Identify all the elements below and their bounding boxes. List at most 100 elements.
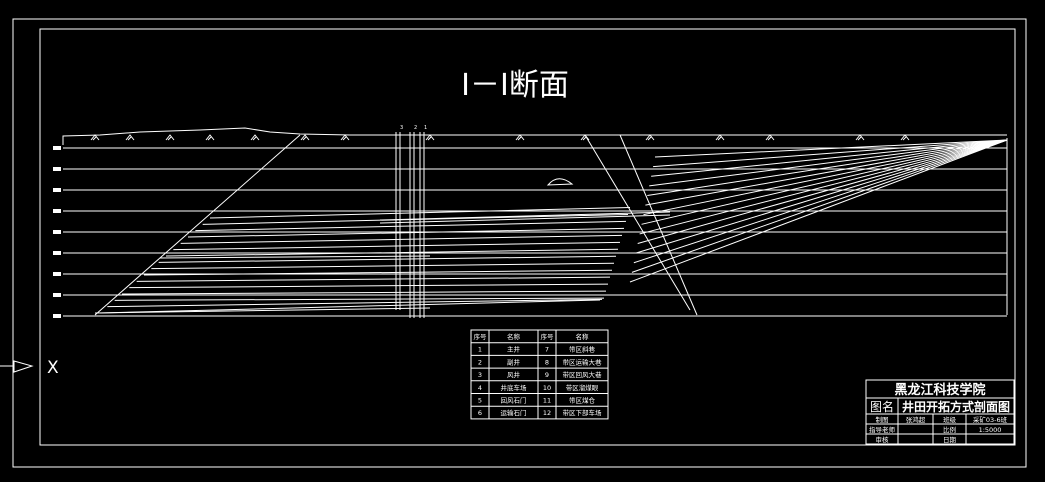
level-marker xyxy=(53,230,61,234)
title-block-cell: 采矿03-6班 xyxy=(973,415,1008,424)
level-marker xyxy=(53,251,61,255)
surface-symbol xyxy=(165,134,175,141)
legend-cell: 回风石门 xyxy=(501,396,527,405)
coal-seam-line xyxy=(639,139,1008,235)
school-name: 黑龙江科技学院 xyxy=(894,382,985,398)
legend-cell: 风井 xyxy=(507,370,521,379)
legend-cell: 运输石门 xyxy=(501,408,527,417)
surface-symbol xyxy=(250,134,260,141)
coal-seam-line xyxy=(121,290,607,295)
title-block-cell: 班级 xyxy=(943,415,957,424)
surface-symbol xyxy=(855,134,865,141)
surface-symbol xyxy=(205,134,215,141)
legend-cell: 副井 xyxy=(507,357,521,366)
coal-seam-line xyxy=(180,234,623,244)
title-block-cell: 指导老师 xyxy=(869,425,896,434)
coal-seam-line xyxy=(643,139,1008,216)
surface-symbol xyxy=(900,134,910,141)
ucs-icon: X xyxy=(0,358,59,378)
coal-seam-line xyxy=(651,139,1008,177)
axis-x-label: X xyxy=(47,358,59,378)
coal-seam-line xyxy=(641,139,1008,225)
main-roadway xyxy=(379,214,671,224)
legend-cell: 带区溜煤眼 xyxy=(566,383,599,392)
coal-seam-line xyxy=(654,139,1008,158)
coal-seam-line xyxy=(637,139,1008,245)
surface-symbol xyxy=(90,134,100,141)
coal-seam-line xyxy=(107,298,603,308)
outer-frame xyxy=(12,18,1027,468)
drawing-name-label: 图名 xyxy=(870,399,894,414)
coal-bunker-hatch xyxy=(546,178,574,186)
legend-cell: 1 xyxy=(478,346,482,354)
title-block-cell: 审核 xyxy=(876,435,890,444)
coal-seam-line xyxy=(629,139,1008,283)
level-marker xyxy=(53,209,61,213)
legend-cell: 10 xyxy=(543,384,551,392)
inner-frame xyxy=(39,28,1016,446)
coal-seam-line xyxy=(649,139,1008,187)
surface-symbol xyxy=(300,134,310,141)
coal-seam-line xyxy=(173,241,621,251)
legend-cell: 带区斜巷 xyxy=(569,345,596,354)
legend-cell: 2 xyxy=(478,358,482,366)
legend-cell: 带区运输大巷 xyxy=(563,357,603,366)
surface-symbol xyxy=(515,134,525,141)
title-block-cell: 张鸿超 xyxy=(906,415,926,424)
legend-header: 名称 xyxy=(507,332,521,341)
coal-seam-line xyxy=(151,262,615,270)
coal-seam-line xyxy=(647,139,1008,196)
fault-line xyxy=(94,134,301,316)
ground-surface xyxy=(62,127,1007,145)
title-block-cell: 制图 xyxy=(876,415,889,424)
level-marker xyxy=(53,146,61,150)
legend-cell: 主井 xyxy=(507,345,521,354)
legend-cell: 3 xyxy=(478,371,482,379)
coal-seam-line xyxy=(635,139,1008,254)
legend-cell: 11 xyxy=(543,397,551,405)
coal-seam-line xyxy=(165,248,619,257)
level-marker xyxy=(53,293,61,297)
drawing-title: I－I断面 xyxy=(461,68,569,103)
shaft-number: 1 xyxy=(424,125,427,131)
coal-seam-line xyxy=(129,283,609,289)
level-marker xyxy=(53,167,61,171)
legend-cell: 带区煤仓 xyxy=(569,396,596,405)
coal-seam-line xyxy=(94,307,431,314)
coal-seam-line xyxy=(187,227,625,238)
coal-seam-line xyxy=(631,139,1008,273)
legend-cell: 5 xyxy=(478,397,482,405)
legend-cell: 9 xyxy=(545,371,549,379)
fault-line xyxy=(584,134,691,311)
shaft-number: 2 xyxy=(414,125,417,131)
coal-seam-line xyxy=(633,139,1008,264)
title-block-cell: 比例 xyxy=(943,425,956,434)
legend-cell: 12 xyxy=(543,409,551,417)
legend-header: 名称 xyxy=(576,332,590,341)
surface-symbol xyxy=(425,134,435,141)
surface-symbol xyxy=(645,134,655,141)
surface-symbol xyxy=(125,134,135,141)
fault-line xyxy=(619,134,698,316)
legend-header: 序号 xyxy=(541,332,555,341)
legend-cell: 井底车场 xyxy=(501,383,528,392)
level-marker xyxy=(53,314,61,318)
cross-section: 3 2 1 xyxy=(53,125,1008,318)
drawing-name: 井田开拓方式剖面图 xyxy=(902,399,1010,414)
legend-cell: 4 xyxy=(478,384,482,392)
shaft-number: 3 xyxy=(400,125,403,131)
coal-seam-line xyxy=(195,220,627,232)
surface-symbol xyxy=(765,134,775,141)
roadway-dashed xyxy=(159,255,431,259)
coal-seam-line xyxy=(136,276,611,282)
coal-seam-line xyxy=(114,297,605,301)
legend-cell: 8 xyxy=(545,358,549,366)
legend-cell: 7 xyxy=(545,346,549,354)
legend-cell: 带区回风大巷 xyxy=(563,370,603,379)
coal-seam-line xyxy=(99,299,601,314)
coal-seam-line xyxy=(143,269,613,276)
coal-seam-line xyxy=(653,139,1008,168)
